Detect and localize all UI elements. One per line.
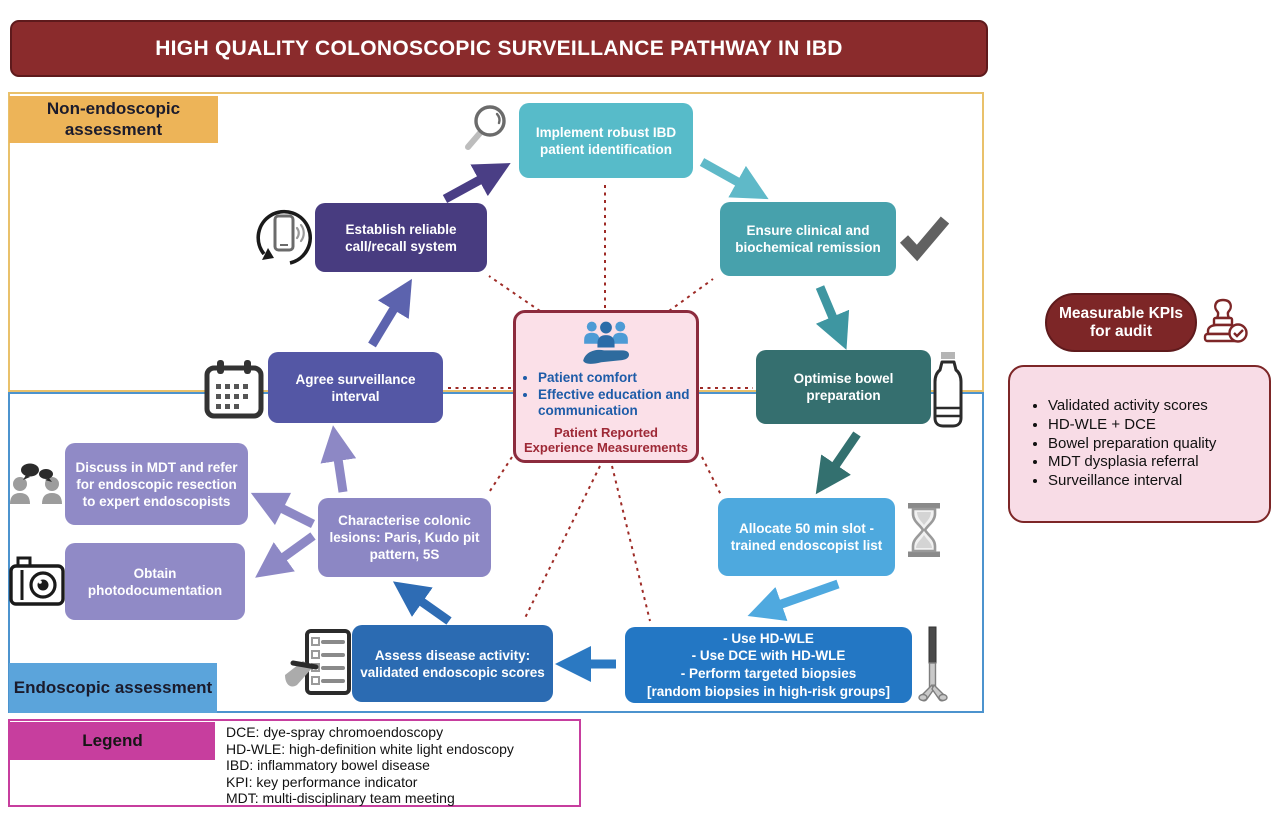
node-establish-recall: Establish reliable call/recall system xyxy=(315,203,487,272)
kpi-item: Surveillance interval xyxy=(1048,472,1216,491)
legend-line: MDT: multi-disciplinary team meeting xyxy=(226,790,455,807)
water-bottle-icon xyxy=(930,350,966,430)
kpi-pill: Measurable KPIs for audit xyxy=(1045,293,1197,352)
use-line-1: - Use HD-WLE xyxy=(723,630,814,646)
legend-line: HD-WLE: high-definition white light endo… xyxy=(226,740,514,757)
use-line-3: - Perform targeted biopsies xyxy=(680,666,857,681)
arrow-allocate-to-use xyxy=(747,579,840,621)
page-title: HIGH QUALITY COLONOSCOPIC SURVEILLANCE P… xyxy=(10,20,988,77)
kpi-list: Validated activity scores HD-WLE + DCE B… xyxy=(1010,397,1222,491)
magnifier-icon xyxy=(461,101,513,153)
kpi-item: HD-WLE + DCE xyxy=(1048,416,1216,435)
node-use-hdwle: - Use HD-WLE - Use DCE with HD-WLE - Per… xyxy=(625,627,912,703)
biopsy-forceps-icon xyxy=(915,625,951,705)
hourglass-icon xyxy=(905,502,943,558)
legend-line: KPI: key performance indicator xyxy=(226,773,418,790)
legend-definitions: DCE: dye-spray chromoendoscopy HD-WLE: h… xyxy=(226,724,514,807)
discussion-people-icon xyxy=(8,458,64,514)
label-legend: Legend xyxy=(10,722,215,760)
arrow-optimise-to-allocate xyxy=(815,431,861,495)
legend-line: IBD: inflammatory bowel disease xyxy=(226,757,430,774)
arrow-agree-to-establish xyxy=(368,278,412,348)
node-agree-interval: Agree surveillance interval xyxy=(268,352,443,423)
calendar-icon xyxy=(203,358,265,422)
label-endoscopic-assessment: Endoscopic assessment xyxy=(9,663,217,713)
approval-stamp-icon xyxy=(1200,295,1250,349)
flow-arrows xyxy=(250,158,861,682)
legend-line: DCE: dye-spray chromoendoscopy xyxy=(226,724,444,740)
prem-bullet: Patient comfort xyxy=(538,370,692,386)
prem-bullet-list: Patient comfort Effective education and … xyxy=(520,370,692,419)
prem-footer: Patient Reported Experience Measurements xyxy=(523,424,689,456)
use-line-4: [random biopsies in high-risk groups] xyxy=(646,683,890,699)
arrow-establish-to-implement xyxy=(442,163,511,203)
node-ensure-remission: Ensure clinical and biochemical remissio… xyxy=(720,202,896,276)
node-assess-disease-activity: Assess disease activity: validated endos… xyxy=(352,625,553,702)
prem-bullet: Effective education and communication xyxy=(538,387,692,420)
kpi-item: MDT dysplasia referral xyxy=(1048,453,1216,472)
node-allocate-slot: Allocate 50 min slot - trained endoscopi… xyxy=(718,498,895,576)
prem-dashed-links xyxy=(447,182,753,622)
node-implement-identification: Implement robust IBD patient identificat… xyxy=(519,103,693,178)
patients-hand-icon xyxy=(583,321,630,364)
label-non-endoscopic-assessment: Non-endoscopic assessment xyxy=(9,96,218,143)
checklist-pen-icon xyxy=(283,627,353,701)
checkmark-icon xyxy=(899,212,950,262)
arrow-characterise-to-discuss xyxy=(250,492,316,529)
use-line-2: - Use DCE with HD-WLE xyxy=(691,648,846,664)
node-characterise-lesions: Characterise colonic lesions: Paris, Kud… xyxy=(318,498,491,577)
arrow-characterise-to-obtain xyxy=(255,532,316,578)
node-optimise-bowel-prep: Optimise bowel preparation xyxy=(756,350,931,424)
phone-recall-icon xyxy=(252,204,316,270)
kpi-item: Bowel preparation quality xyxy=(1048,435,1216,454)
arrow-implement-to-ensure xyxy=(699,158,769,200)
camera-icon xyxy=(8,556,66,608)
arrow-ensure-to-optimise xyxy=(815,285,850,350)
arrow-characterise-to-agree xyxy=(320,425,357,493)
kpi-list-box: Validated activity scores HD-WLE + DCE B… xyxy=(1008,365,1271,523)
prem-center-box: Patient comfort Effective education and … xyxy=(513,310,699,463)
arrow-assess-to-characterise xyxy=(392,581,452,625)
kpi-item: Validated activity scores xyxy=(1048,397,1216,416)
node-discuss-mdt: Discuss in MDT and refer for endoscopic … xyxy=(65,443,248,525)
legend-box: DCE: dye-spray chromoendoscopy HD-WLE: h… xyxy=(8,719,581,807)
node-obtain-photodocumentation: Obtain photodocumentation xyxy=(65,543,245,620)
